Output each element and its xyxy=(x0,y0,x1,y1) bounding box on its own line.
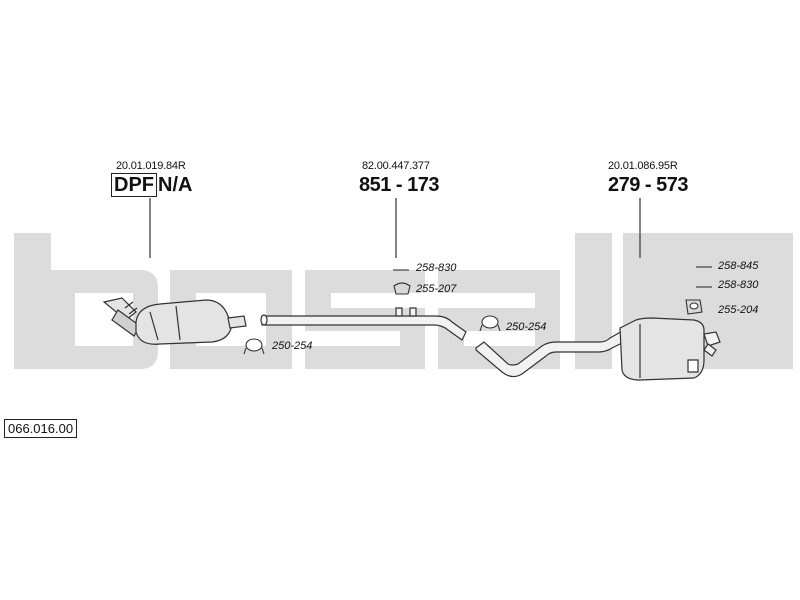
bracket-icon-mid-2 xyxy=(393,282,411,295)
dpf-label: DPF xyxy=(111,173,157,197)
middle-pipe xyxy=(260,307,467,341)
oem-number-2: 82.00.447.377 xyxy=(362,160,430,172)
oem-number-3: 20.01.086.95R xyxy=(608,160,678,172)
accessory-label-mid-clamp: 250-254 xyxy=(506,321,547,333)
clamp-icon-mid xyxy=(479,315,501,332)
part-number-3: 279 - 573 xyxy=(608,174,689,196)
accessory-label-mid-1: 258-830 xyxy=(416,262,457,274)
diagram-reference: 066.016.00 xyxy=(4,419,78,438)
dpf-assembly xyxy=(102,297,247,345)
oem-number-1: 20.01.019.84R xyxy=(116,160,186,172)
part-number-2: 851 - 173 xyxy=(359,174,440,196)
accessory-label-rear-3: 255-204 xyxy=(718,304,759,316)
accessory-label-rear-1: 258-845 xyxy=(718,260,759,272)
accessory-label-mid-2: 255-207 xyxy=(416,283,457,295)
rear-silencer-assembly xyxy=(475,317,721,381)
accessory-label-front-clamp: 250-254 xyxy=(272,340,313,352)
accessory-label-rear-2: 258-830 xyxy=(718,279,759,291)
clamp-icon-front xyxy=(243,338,265,355)
part-number-1-value: N/A xyxy=(158,174,193,196)
bracket-icon-rear-3 xyxy=(685,299,703,315)
